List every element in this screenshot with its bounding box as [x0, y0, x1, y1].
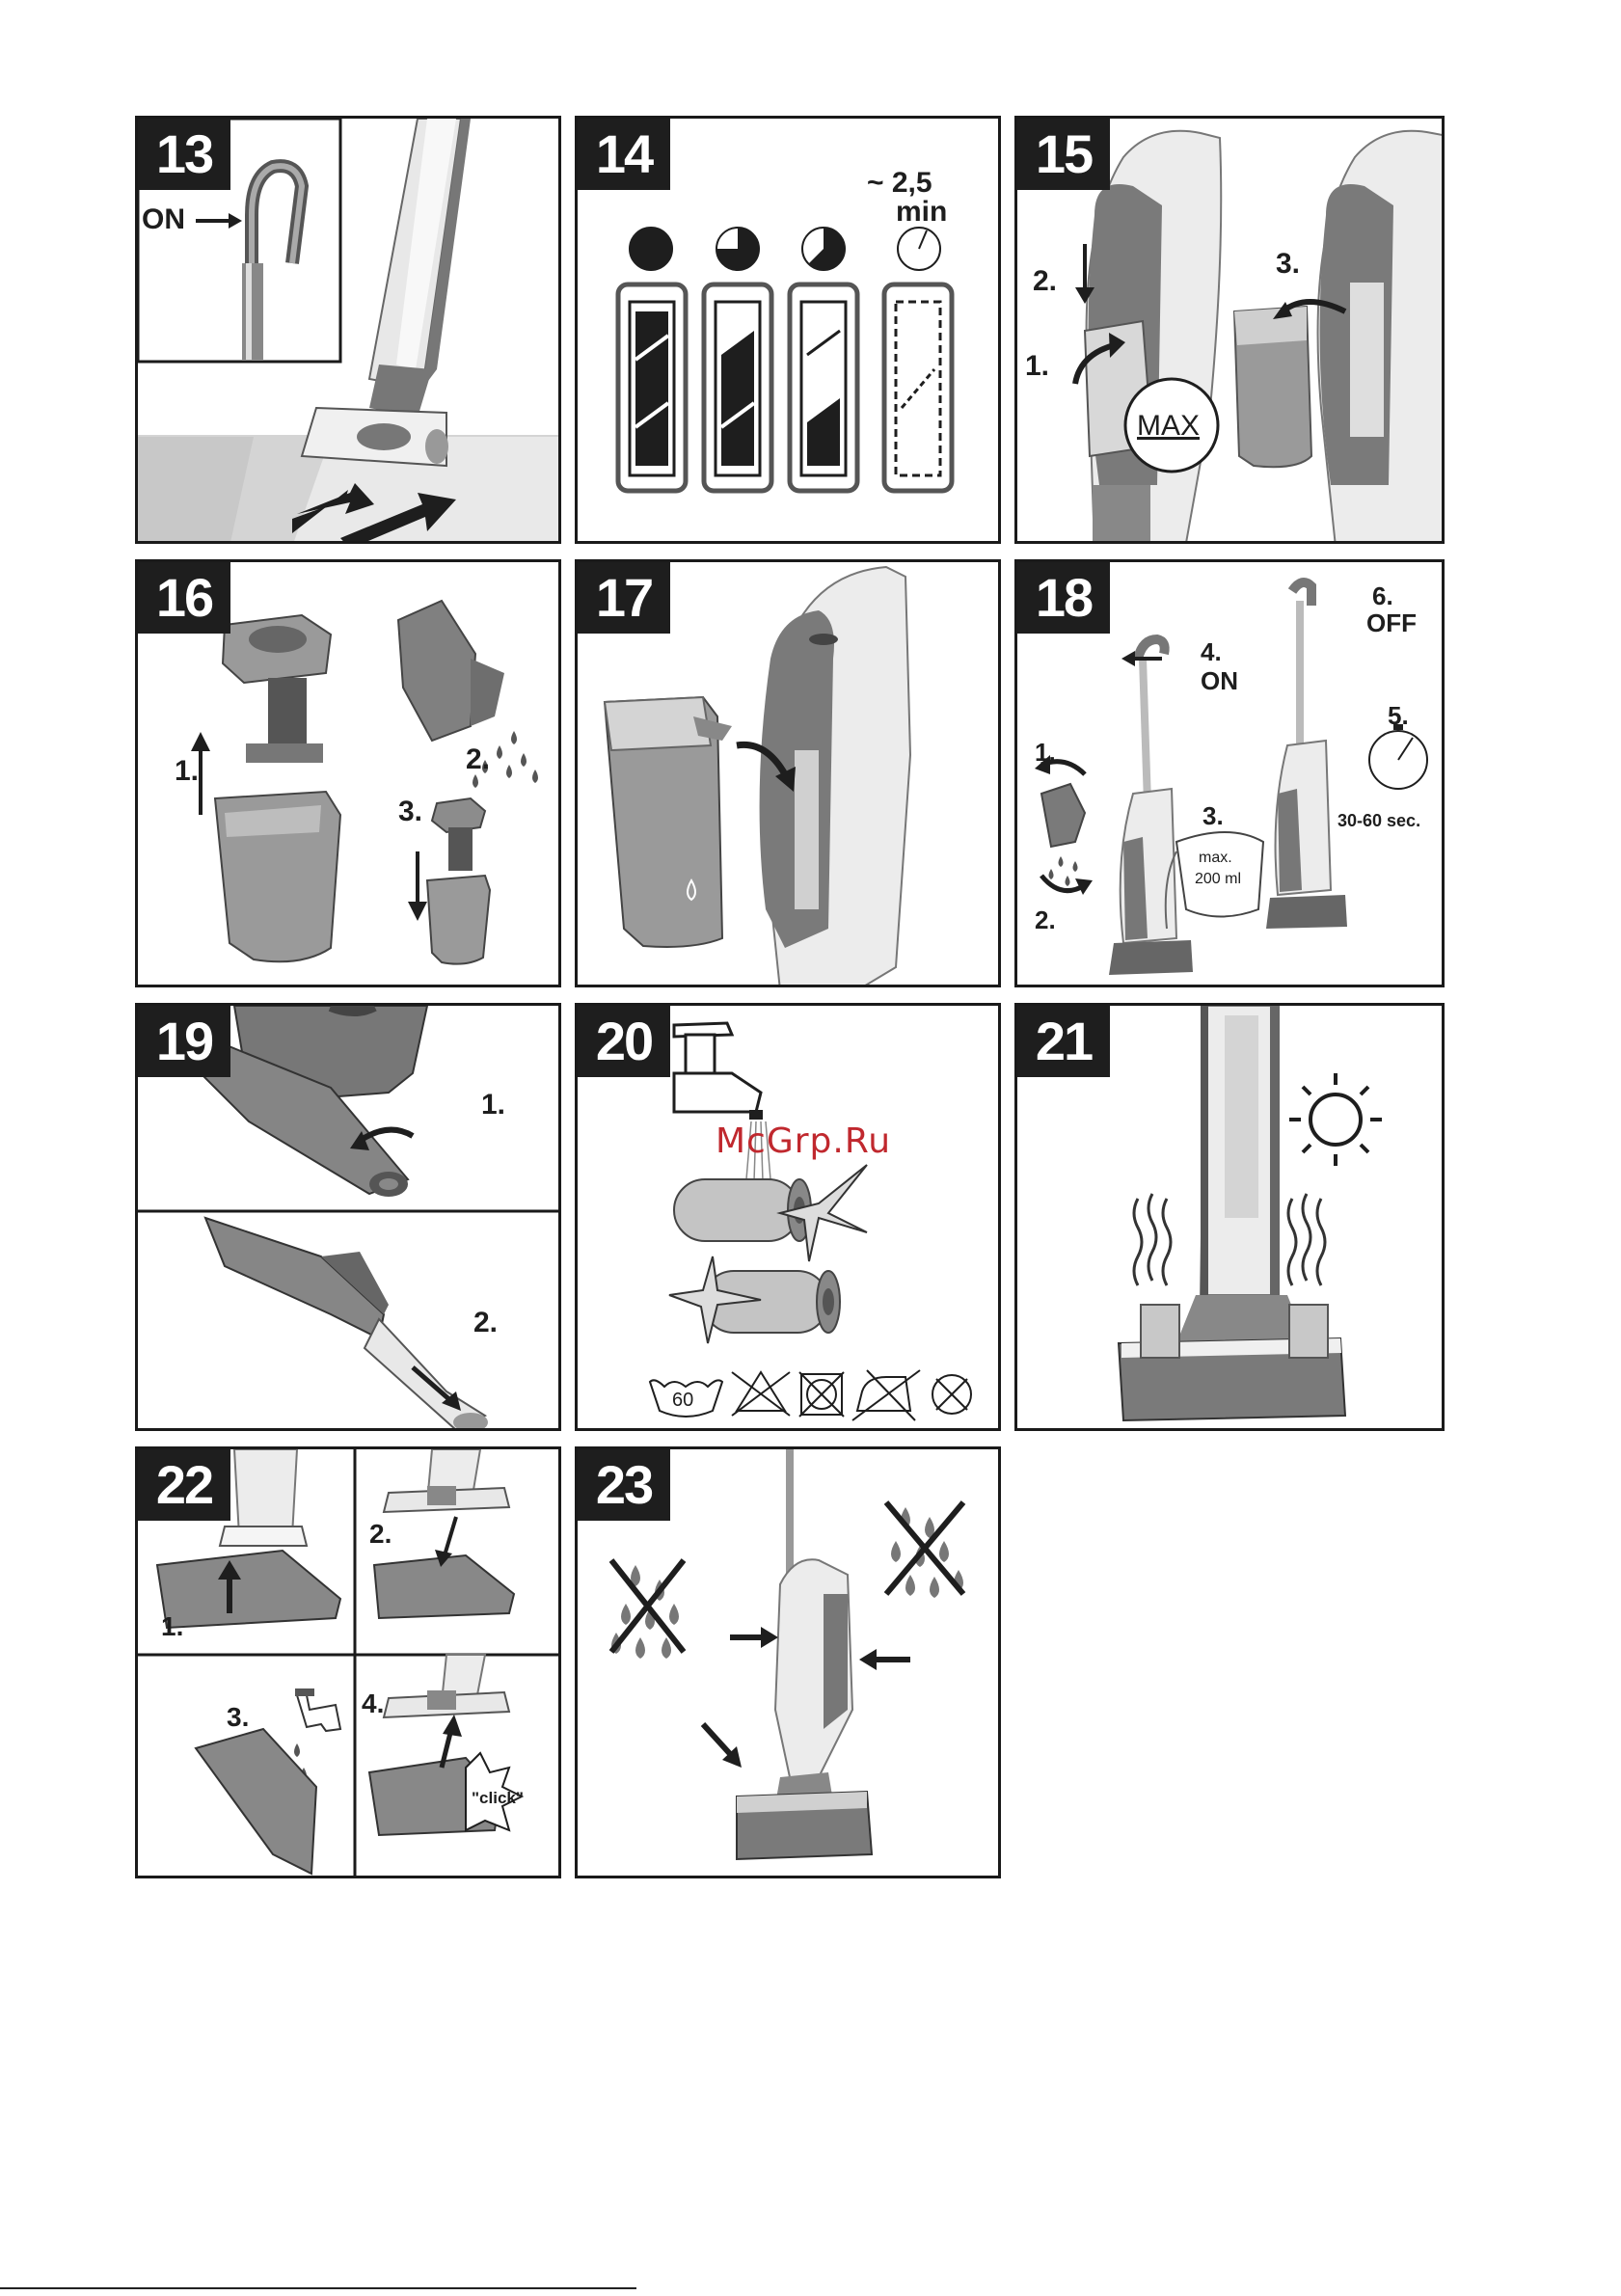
no-iron-icon — [852, 1370, 920, 1420]
step-number: 22 — [138, 1449, 230, 1521]
runtime-unit: min — [896, 196, 947, 229]
clock-icon — [1369, 724, 1427, 789]
step-4-label: 4. — [362, 1688, 384, 1719]
on-label: ON — [1201, 666, 1238, 696]
no-tumble-dry-icon — [799, 1372, 844, 1417]
step-2-label: 2. — [473, 1307, 498, 1339]
panel-17: 17 — [575, 559, 1001, 987]
step-4-label: 4. — [1201, 637, 1222, 667]
watermark: McGrp.Ru — [716, 1121, 891, 1161]
step-2-label: 2. — [466, 743, 490, 776]
step-1-label: 1. — [1025, 350, 1049, 383]
step-number: 18 — [1017, 562, 1110, 634]
max-label: max. — [1199, 850, 1232, 867]
step-3-label: 3. — [1202, 801, 1224, 831]
faucet-icon — [674, 1023, 763, 1120]
battery-three-quarter-indicator — [716, 228, 759, 270]
footer-rule — [0, 2287, 636, 2289]
step-number: 13 — [138, 119, 230, 190]
step-number: 15 — [1017, 119, 1110, 190]
step-6-label: 6. — [1372, 581, 1393, 611]
step-number: 16 — [138, 562, 230, 634]
battery-icon — [790, 284, 857, 491]
off-label: OFF — [1366, 608, 1417, 638]
battery-full-indicator — [630, 228, 672, 270]
battery-icon — [884, 284, 952, 491]
battery-half-indicator — [802, 228, 845, 270]
volume-label: 200 ml — [1195, 871, 1241, 888]
panel-13: 13 ON — [135, 116, 561, 544]
panel-15: 15 2. 1. 3. MAX — [1014, 116, 1445, 544]
step-number: 17 — [578, 562, 670, 634]
panel-21: 21 — [1014, 1003, 1445, 1431]
step-number: 14 — [578, 119, 670, 190]
duration-label: 30-60 sec. — [1337, 811, 1420, 831]
battery-icon — [704, 284, 771, 491]
step-5-label: 5. — [1388, 701, 1409, 731]
step-1-label: 1. — [481, 1089, 505, 1121]
panel-16: 16 1. 2. 3. — [135, 559, 561, 987]
step-number: 20 — [578, 1006, 670, 1077]
no-dry-clean-icon — [932, 1375, 971, 1414]
panel-14: 14 ~ 2,5 min — [575, 116, 1001, 544]
step-2-label: 2. — [1035, 905, 1056, 935]
clock-icon — [898, 228, 940, 270]
no-water-icon — [886, 1502, 963, 1598]
faucet-icon — [295, 1688, 340, 1731]
runtime-label: ~ 2,5 — [867, 167, 932, 200]
step-2-label: 2. — [369, 1519, 392, 1550]
water-drop-icon — [1049, 856, 1078, 886]
wash-temperature-label: 60 — [672, 1390, 693, 1412]
step-number: 23 — [578, 1449, 670, 1521]
panel-23: 23 — [575, 1446, 1001, 1878]
panel-19: 19 1. 2. — [135, 1003, 561, 1431]
step-number: 21 — [1017, 1006, 1110, 1077]
step-2-label: 2. — [1033, 265, 1057, 298]
step-1-label: 1. — [161, 1611, 183, 1642]
step-1-label: 1. — [1035, 738, 1056, 768]
step-3-label: 3. — [1276, 248, 1300, 281]
no-bleach-icon — [732, 1372, 790, 1416]
step-3-label: 3. — [227, 1702, 249, 1733]
sun-icon — [1289, 1073, 1382, 1166]
no-water-icon — [611, 1560, 684, 1659]
step-3-label: 3. — [398, 796, 422, 828]
panel-22: 22 1. — [135, 1446, 561, 1878]
max-marker-label: MAX — [1137, 410, 1200, 443]
panel-18: 18 — [1014, 559, 1445, 987]
battery-icon — [618, 284, 686, 491]
panel-20: 20 — [575, 1003, 1001, 1431]
step-1-label: 1. — [175, 755, 199, 788]
click-label: "click" — [472, 1789, 524, 1808]
step-number: 19 — [138, 1006, 230, 1077]
